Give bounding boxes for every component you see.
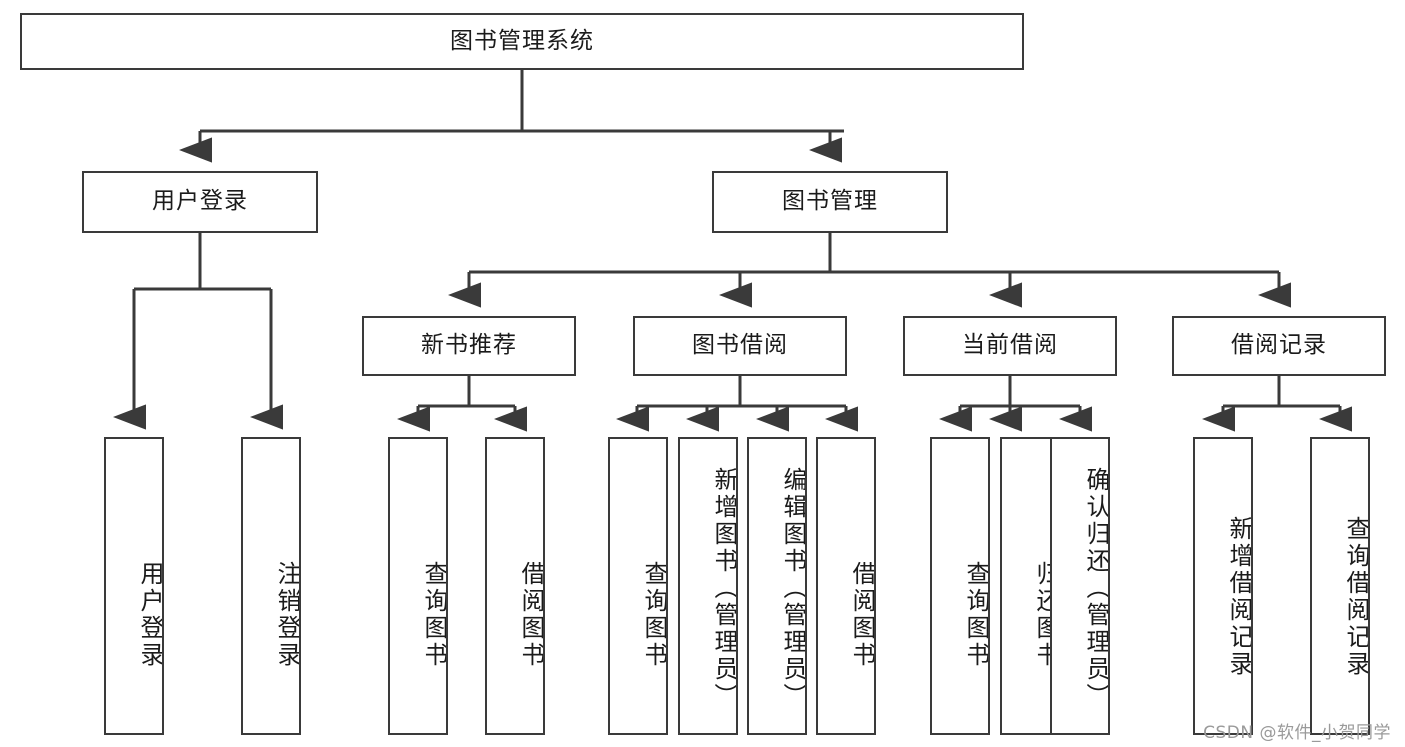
node-leaf-query-book-1[interactable]: 查询图书 — [388, 437, 448, 735]
node-leaf-query-book-2[interactable]: 查询图书 — [608, 437, 668, 735]
node-leaf-logout-login[interactable]: 注销登录 — [241, 437, 301, 735]
node-leaf-borrow-book-2[interactable]: 借阅图书 — [816, 437, 876, 735]
node-borrow-record[interactable]: 借阅记录 — [1172, 316, 1386, 376]
node-current-borrow[interactable]: 当前借阅 — [903, 316, 1117, 376]
node-leaf-borrow-book-1[interactable]: 借阅图书 — [485, 437, 545, 735]
node-root-system[interactable]: 图书管理系统 — [20, 13, 1024, 70]
node-leaf-add-borrow-record[interactable]: 新增借阅记录 — [1193, 437, 1253, 735]
node-leaf-query-borrow-record[interactable]: 查询借阅记录 — [1310, 437, 1370, 735]
node-leaf-user-login[interactable]: 用户登录 — [104, 437, 164, 735]
node-book-borrow[interactable]: 图书借阅 — [633, 316, 847, 376]
csdn-watermark: CSDN @软件_小贺同学 — [1203, 723, 1391, 743]
node-user-login[interactable]: 用户登录 — [82, 171, 318, 233]
node-new-book-recommend[interactable]: 新书推荐 — [362, 316, 576, 376]
node-leaf-add-book-admin[interactable]: 新增图书（管理员） — [678, 437, 738, 735]
node-book-management[interactable]: 图书管理 — [712, 171, 948, 233]
node-leaf-confirm-return-admin[interactable]: 确认归还（管理员） — [1050, 437, 1110, 735]
node-leaf-query-book-3[interactable]: 查询图书 — [930, 437, 990, 735]
node-leaf-edit-book-admin[interactable]: 编辑图书（管理员） — [747, 437, 807, 735]
